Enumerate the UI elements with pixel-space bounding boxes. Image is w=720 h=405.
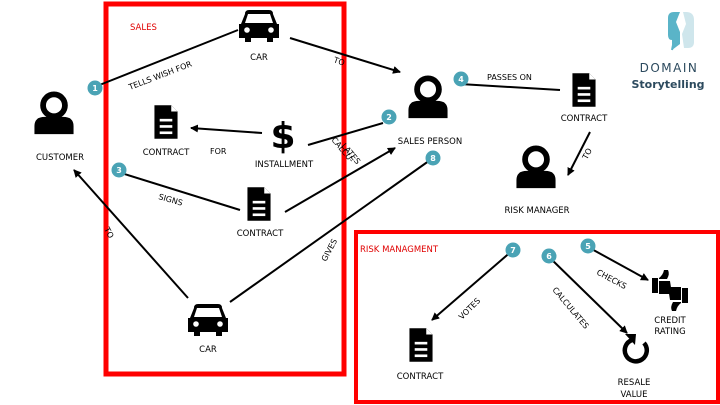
step-badge-4: 4 (453, 71, 469, 87)
edge-customer-contract (117, 171, 241, 211)
wo-contract-mid[interactable]: CONTRACT (237, 187, 284, 239)
document-icon (247, 187, 271, 221)
wo-contract-left[interactable]: CONTRACT (143, 105, 190, 158)
edge-car-customer (73, 169, 189, 299)
wo-contract-right[interactable]: CONTRACT (561, 73, 608, 124)
step-badge-5: 5 (580, 238, 596, 254)
document-icon (409, 328, 433, 362)
step-badge-7: 7 (505, 242, 521, 258)
step-badges: 1 2 3 4 5 6 7 8 (87, 71, 596, 264)
label-passes-on: PASSES ON (487, 73, 532, 82)
step-badge-3: 3 (111, 162, 127, 178)
label-votes: VOTES (457, 296, 482, 321)
car-icon (239, 10, 279, 42)
actor-sales-person[interactable]: SALES PERSON (398, 78, 462, 147)
svg-text:2: 2 (386, 113, 392, 122)
refresh-icon (622, 334, 650, 364)
edge-contract-salesperson (284, 147, 396, 213)
car-bottom-label: CAR (199, 345, 217, 355)
edges (73, 29, 649, 334)
edge-salesperson-installment (307, 122, 384, 146)
credit-rating-label-2: RATING (654, 327, 685, 337)
wo-car-top[interactable]: CAR (239, 10, 279, 63)
risk-manager-label: RISK MANAGER (504, 206, 569, 216)
contract-right-label: CONTRACT (561, 114, 608, 124)
actor-customer[interactable]: CUSTOMER (34, 94, 84, 163)
wo-contract-bottom[interactable]: CONTRACT (397, 328, 444, 382)
person-icon (34, 94, 73, 134)
svg-text:5: 5 (585, 242, 591, 251)
step-badge-8: 8 (425, 150, 441, 166)
edge-installment-contract (190, 124, 263, 134)
person-icon (408, 78, 447, 118)
sales-group-label: SALES (130, 23, 157, 33)
car-icon (188, 304, 228, 336)
person-icon (516, 148, 555, 188)
speech-bubbles-icon (668, 12, 694, 51)
edge-contract-riskmanager (567, 131, 591, 176)
edge-salesperson-car (229, 157, 434, 303)
svg-text:8: 8 (430, 154, 436, 163)
logo-line-1: DOMAIN (640, 61, 699, 75)
label-signs: SIGNS (157, 192, 183, 207)
thumbs-icon (652, 270, 688, 311)
resale-value-label-1: RESALE (618, 378, 651, 388)
label-checks: CHECKS (595, 268, 628, 291)
contract-left-label: CONTRACT (143, 148, 190, 158)
contract-mid-label: CONTRACT (237, 229, 284, 239)
actor-risk-manager[interactable]: RISK MANAGER (504, 148, 570, 216)
edge-riskmgmt-resale (547, 255, 628, 334)
logo-line-2: Storytelling (631, 78, 704, 91)
resale-value-label-2: VALUE (621, 390, 648, 400)
domain-storytelling-logo: DOMAIN Storytelling (631, 12, 705, 91)
customer-label: CUSTOMER (36, 153, 84, 163)
document-icon (154, 105, 178, 139)
label-to-3: TO (580, 147, 594, 162)
edge-salesperson-contract (459, 83, 561, 91)
edge-customer-car (96, 29, 239, 87)
svg-text:1: 1 (92, 84, 98, 93)
label-tells-wish-for: TELLS WISH FOR (127, 59, 194, 92)
wo-credit-rating[interactable]: CREDIT RATING (652, 270, 688, 337)
sales-person-label: SALES PERSON (398, 137, 462, 147)
contract-bottom-label: CONTRACT (397, 372, 444, 382)
svg-text:6: 6 (546, 252, 552, 261)
step-badge-2: 2 (381, 109, 397, 125)
document-icon (572, 73, 596, 107)
label-gives: GIVES (320, 237, 339, 263)
svg-text:7: 7 (510, 246, 516, 255)
car-top-label: CAR (250, 53, 268, 63)
svg-text:4: 4 (458, 75, 464, 84)
step-badge-6: 6 (541, 248, 557, 264)
wo-installment[interactable]: $ INSTALLMENT (255, 116, 314, 170)
risk-group-label: RISK MANAGMENT (360, 245, 439, 255)
step-badge-1: 1 (87, 80, 103, 96)
dollar-icon: $ (270, 116, 295, 157)
edge-riskmgmt-contract (431, 249, 514, 321)
label-for: FOR (210, 147, 227, 156)
edge-riskmgmt-credit (587, 246, 649, 281)
label-to-1: TO (331, 55, 346, 68)
wo-car-bottom[interactable]: CAR (188, 304, 228, 355)
installment-label: INSTALLMENT (255, 160, 314, 170)
edge-car-salesperson (289, 37, 401, 74)
wo-resale-value[interactable]: RESALE VALUE (618, 334, 651, 400)
sales-group-box (103, 1, 347, 377)
risk-group-box (354, 230, 720, 404)
svg-text:3: 3 (116, 166, 122, 175)
credit-rating-label-1: CREDIT (654, 316, 686, 326)
